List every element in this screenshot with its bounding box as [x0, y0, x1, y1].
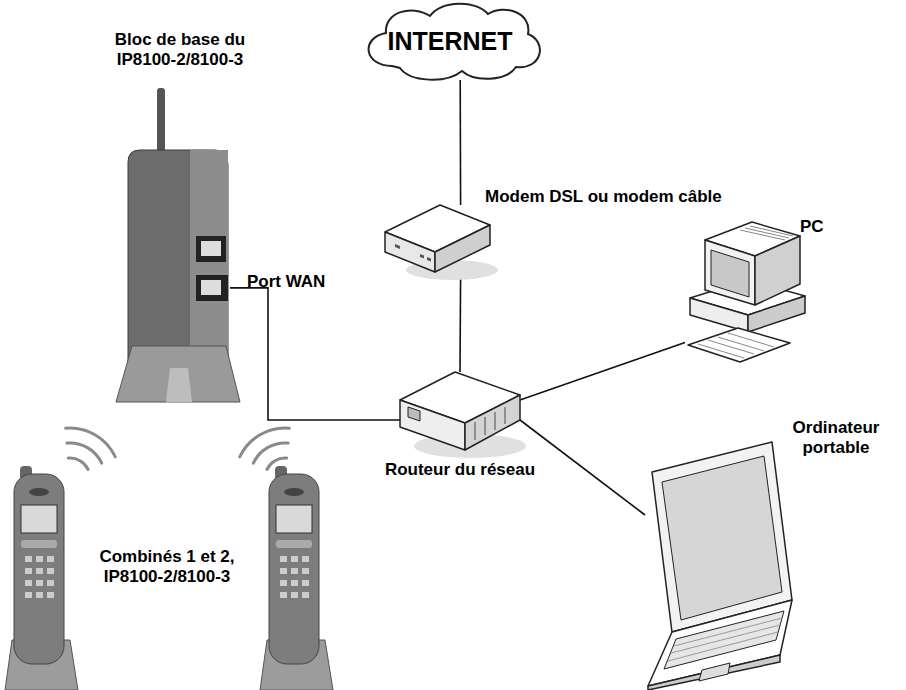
laptop-touchpad: [699, 663, 730, 681]
base-phone-port-inner: [201, 241, 221, 256]
handset: [260, 466, 333, 690]
modem-leds: [395, 244, 431, 262]
device-label: Combinés 1 et 2, IP8100-2/8100-3: [72, 547, 262, 588]
wave-arc: [253, 443, 288, 463]
pc-keyboard: [688, 328, 790, 362]
handset-screen: [21, 505, 57, 533]
router-device: [400, 372, 526, 458]
device-label: Bloc de base du IP8100-2/8100-3: [90, 30, 270, 71]
base-phone-port: [196, 236, 226, 262]
device-node: Combinés 1 et 2, IP8100-2/8100-3: [0, 455, 340, 690]
base-stand: [116, 346, 240, 402]
handset-keypad: [25, 556, 54, 598]
network-cable: [459, 275, 461, 372]
device-node: Routeur du réseau: [400, 372, 520, 452]
handset-body: [14, 474, 64, 664]
handset-body: [269, 474, 319, 664]
wave-arc: [67, 443, 102, 463]
pc-screen: [711, 250, 749, 297]
wireless-waves: [66, 428, 290, 469]
laptop-screen: [662, 456, 782, 620]
laptop-keyboard: [664, 611, 784, 669]
router-side: [465, 395, 520, 450]
router-panel: [408, 407, 420, 421]
router-vents: [475, 407, 505, 440]
device-label: Ordinateur portable: [786, 418, 886, 459]
network-cable: [520, 420, 645, 515]
device-node: PC: [685, 215, 805, 345]
handset-earpiece: [284, 488, 304, 496]
pc-keyboard-keys: [698, 333, 774, 358]
laptop-base: [648, 600, 792, 686]
network-cable: [230, 288, 400, 420]
base-antenna: [157, 88, 165, 160]
base-stand-notch: [166, 368, 192, 402]
handset-screen: [276, 505, 312, 533]
handset-soft-keys: [276, 540, 312, 548]
handset-soft-keys: [21, 540, 57, 548]
device-label: INTERNET: [365, 26, 535, 56]
handset: [5, 466, 78, 690]
device-node: INTERNET: [365, 2, 535, 80]
pc-monitor-side: [755, 236, 800, 305]
device-node: Modem DSL ou modem câble: [385, 205, 490, 275]
modem-side: [435, 225, 490, 272]
network-cable: [520, 342, 685, 400]
laptop-lid: [652, 442, 792, 632]
pc-monitor-front: [705, 240, 755, 305]
handset-keypad: [280, 556, 309, 598]
modem-device: [385, 205, 498, 280]
device-label: Routeur du réseau: [360, 460, 560, 480]
pc-device: [688, 222, 805, 362]
laptop-device: [648, 442, 792, 690]
pc-case-front: [690, 298, 748, 332]
base-side-face: [190, 150, 228, 362]
router-front: [400, 400, 465, 450]
modem-front: [385, 232, 435, 272]
device-node: Ordinateur portable: [645, 440, 810, 690]
wave-arc: [66, 428, 116, 457]
port-label: Port WAN: [247, 272, 325, 292]
wave-arc: [240, 428, 290, 457]
device-label: Modem DSL ou modem câble: [485, 187, 722, 207]
pc-monitor-vents: [740, 226, 793, 240]
base-wan-port-inner: [201, 280, 221, 295]
wave-arc: [68, 458, 88, 469]
device-node: Bloc de base du IP8100-2/8100-3: [110, 85, 230, 405]
laptop-key-rows: [668, 618, 782, 661]
device-label: PC: [800, 217, 824, 237]
base-body: [128, 150, 228, 362]
base-unit: [116, 88, 240, 402]
handset-earpiece: [29, 488, 49, 496]
network-cable: [459, 80, 461, 205]
base-wan-port: [196, 275, 228, 301]
